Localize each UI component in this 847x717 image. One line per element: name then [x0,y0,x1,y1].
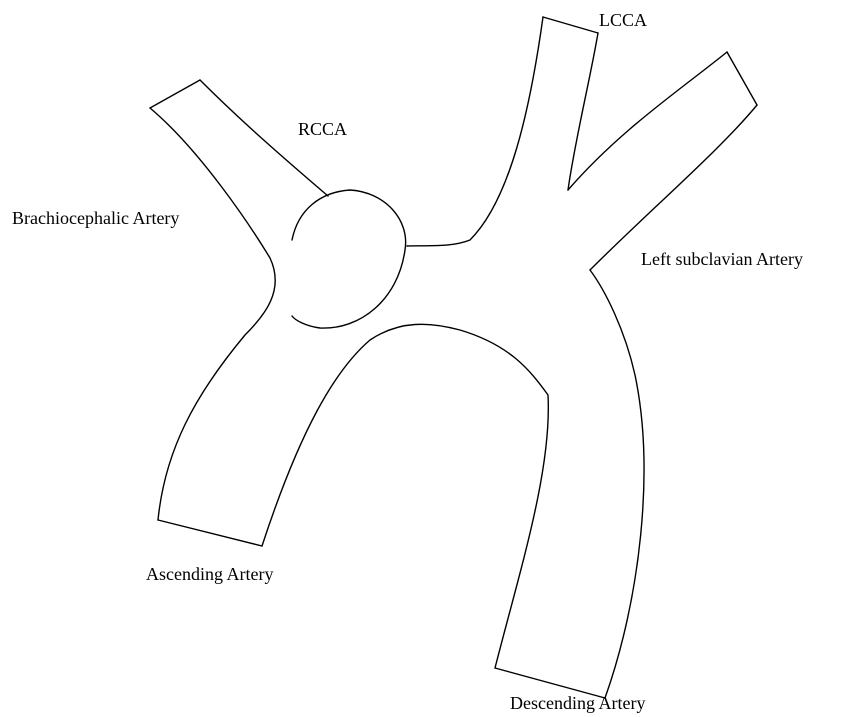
left-subclavian-upper-wall [568,52,727,190]
brachiocephalic-top-end [150,80,200,108]
lcca-left-wall [407,17,543,246]
brachiocephalic-outer-wall [150,108,275,520]
left-subclavian-label: Left subclavian Artery [641,250,803,268]
descending-outer-wall [590,270,644,698]
brachiocephalic-label: Brachiocephalic Artery [12,209,179,227]
left-subclavian-end [727,52,757,105]
lcca-right-wall [568,33,598,190]
left-subclavian-lower-wall [590,105,757,270]
descending-label: Descending Artery [510,694,645,712]
rcca-junction-circle [292,190,406,328]
ascending-end [158,520,262,546]
lcca-label: LCCA [599,11,647,29]
ascending-label: Ascending Artery [146,565,273,583]
lcca-end [543,17,598,33]
rcca-label: RCCA [298,120,347,138]
ascending-inner-wall [262,324,548,668]
